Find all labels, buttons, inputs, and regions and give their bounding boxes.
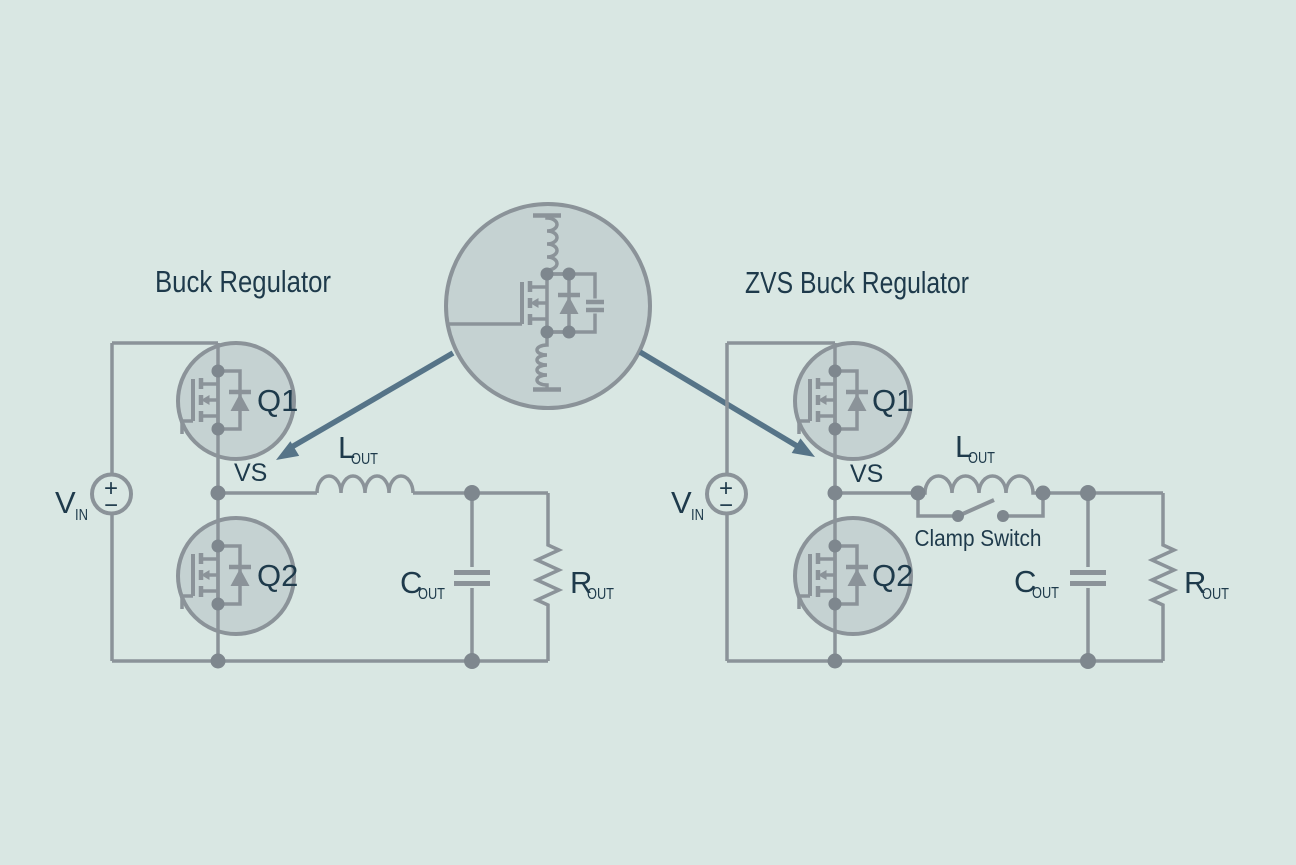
q1-label: Q1 bbox=[872, 383, 913, 418]
resistor-label: R bbox=[570, 565, 592, 600]
vs-junction-dot bbox=[827, 485, 843, 501]
junction-dot bbox=[464, 653, 480, 669]
left-arrow-line bbox=[288, 350, 455, 451]
vs-label: VS bbox=[850, 460, 883, 488]
minus-sign: − bbox=[104, 492, 118, 519]
capacitor-plates bbox=[1070, 570, 1106, 586]
junction-dot bbox=[562, 325, 576, 339]
resistor-label: R bbox=[1184, 565, 1206, 600]
resistor-zigzag bbox=[1147, 493, 1179, 661]
switch-terminal-dot bbox=[997, 510, 1009, 522]
clamp-switch-blade bbox=[957, 498, 995, 518]
vin-source-circle bbox=[90, 472, 133, 516]
right-arrow-head bbox=[791, 438, 815, 457]
junction-dot bbox=[827, 653, 843, 669]
junction-dot bbox=[1080, 653, 1096, 669]
vin-label: V bbox=[671, 485, 692, 520]
outer-loop-wires bbox=[110, 341, 548, 663]
q1-gate-lead bbox=[180, 419, 193, 434]
junction-dot bbox=[562, 267, 576, 281]
capacitor-plates bbox=[586, 299, 604, 313]
pointer-arrows bbox=[276, 349, 815, 460]
inductor-coil bbox=[315, 474, 415, 494]
clamp-switch-wires bbox=[916, 493, 1045, 518]
plus-sign: + bbox=[104, 475, 118, 502]
q2-gate-lead bbox=[797, 594, 810, 609]
inductor-label-subscript: OUT bbox=[968, 450, 995, 467]
buck-regulator-circuit: Buck Regulator V IN + − Q1 Q2 VS L OUT C… bbox=[55, 264, 614, 669]
zvs-buck-regulator-circuit: ZVS Buck Regulator V IN + − Q1 Q2 VS L O… bbox=[671, 265, 1229, 669]
capacitor-label-subscript: OUT bbox=[1032, 585, 1059, 602]
q2-gate-lead bbox=[180, 594, 193, 609]
top-inductor-coil bbox=[545, 215, 559, 274]
vin-label-subscript: IN bbox=[75, 507, 88, 524]
left-circuit-title: Buck Regulator bbox=[155, 264, 331, 299]
resistor-label-subscript: OUT bbox=[1202, 586, 1229, 603]
resistor-zigzag bbox=[532, 493, 564, 661]
right-circuit-title: ZVS Buck Regulator bbox=[745, 265, 969, 300]
vs-label: VS bbox=[234, 459, 267, 487]
clamp-switch-label: Clamp Switch bbox=[915, 525, 1042, 551]
capacitor-label: C bbox=[400, 565, 422, 600]
resistor-label-subscript: OUT bbox=[587, 586, 614, 603]
vin-label: V bbox=[55, 485, 76, 520]
center-detail-bubble bbox=[444, 202, 652, 410]
capacitor-label-subscript: OUT bbox=[418, 586, 445, 603]
bottom-inductor-coil bbox=[535, 332, 549, 390]
switch-terminal-dot bbox=[952, 510, 964, 522]
inductor-label: L bbox=[338, 430, 355, 465]
q1-label: Q1 bbox=[257, 383, 298, 418]
outer-loop-wires bbox=[725, 341, 1163, 663]
vin-source-circle bbox=[705, 472, 748, 516]
junction-dot bbox=[1035, 485, 1051, 501]
junction-dot bbox=[464, 485, 480, 501]
junction-dot bbox=[1080, 485, 1096, 501]
q2-label: Q2 bbox=[257, 558, 298, 593]
right-arrow-line bbox=[638, 349, 799, 449]
left-arrow-head bbox=[276, 441, 300, 460]
vin-label-subscript: IN bbox=[691, 507, 704, 524]
q1-gate-lead bbox=[797, 419, 810, 434]
inductor-label: L bbox=[955, 429, 972, 464]
inductor-coil bbox=[918, 474, 1043, 495]
plus-sign: + bbox=[719, 475, 733, 502]
minus-sign: − bbox=[719, 492, 733, 519]
capacitor-label: C bbox=[1014, 564, 1036, 599]
q2-label: Q2 bbox=[872, 558, 913, 593]
capacitor-plates bbox=[454, 570, 490, 586]
junction-dot bbox=[910, 485, 926, 501]
vs-junction-dot bbox=[210, 485, 226, 501]
inductor-label-subscript: OUT bbox=[351, 451, 378, 468]
junction-dot bbox=[210, 653, 226, 669]
